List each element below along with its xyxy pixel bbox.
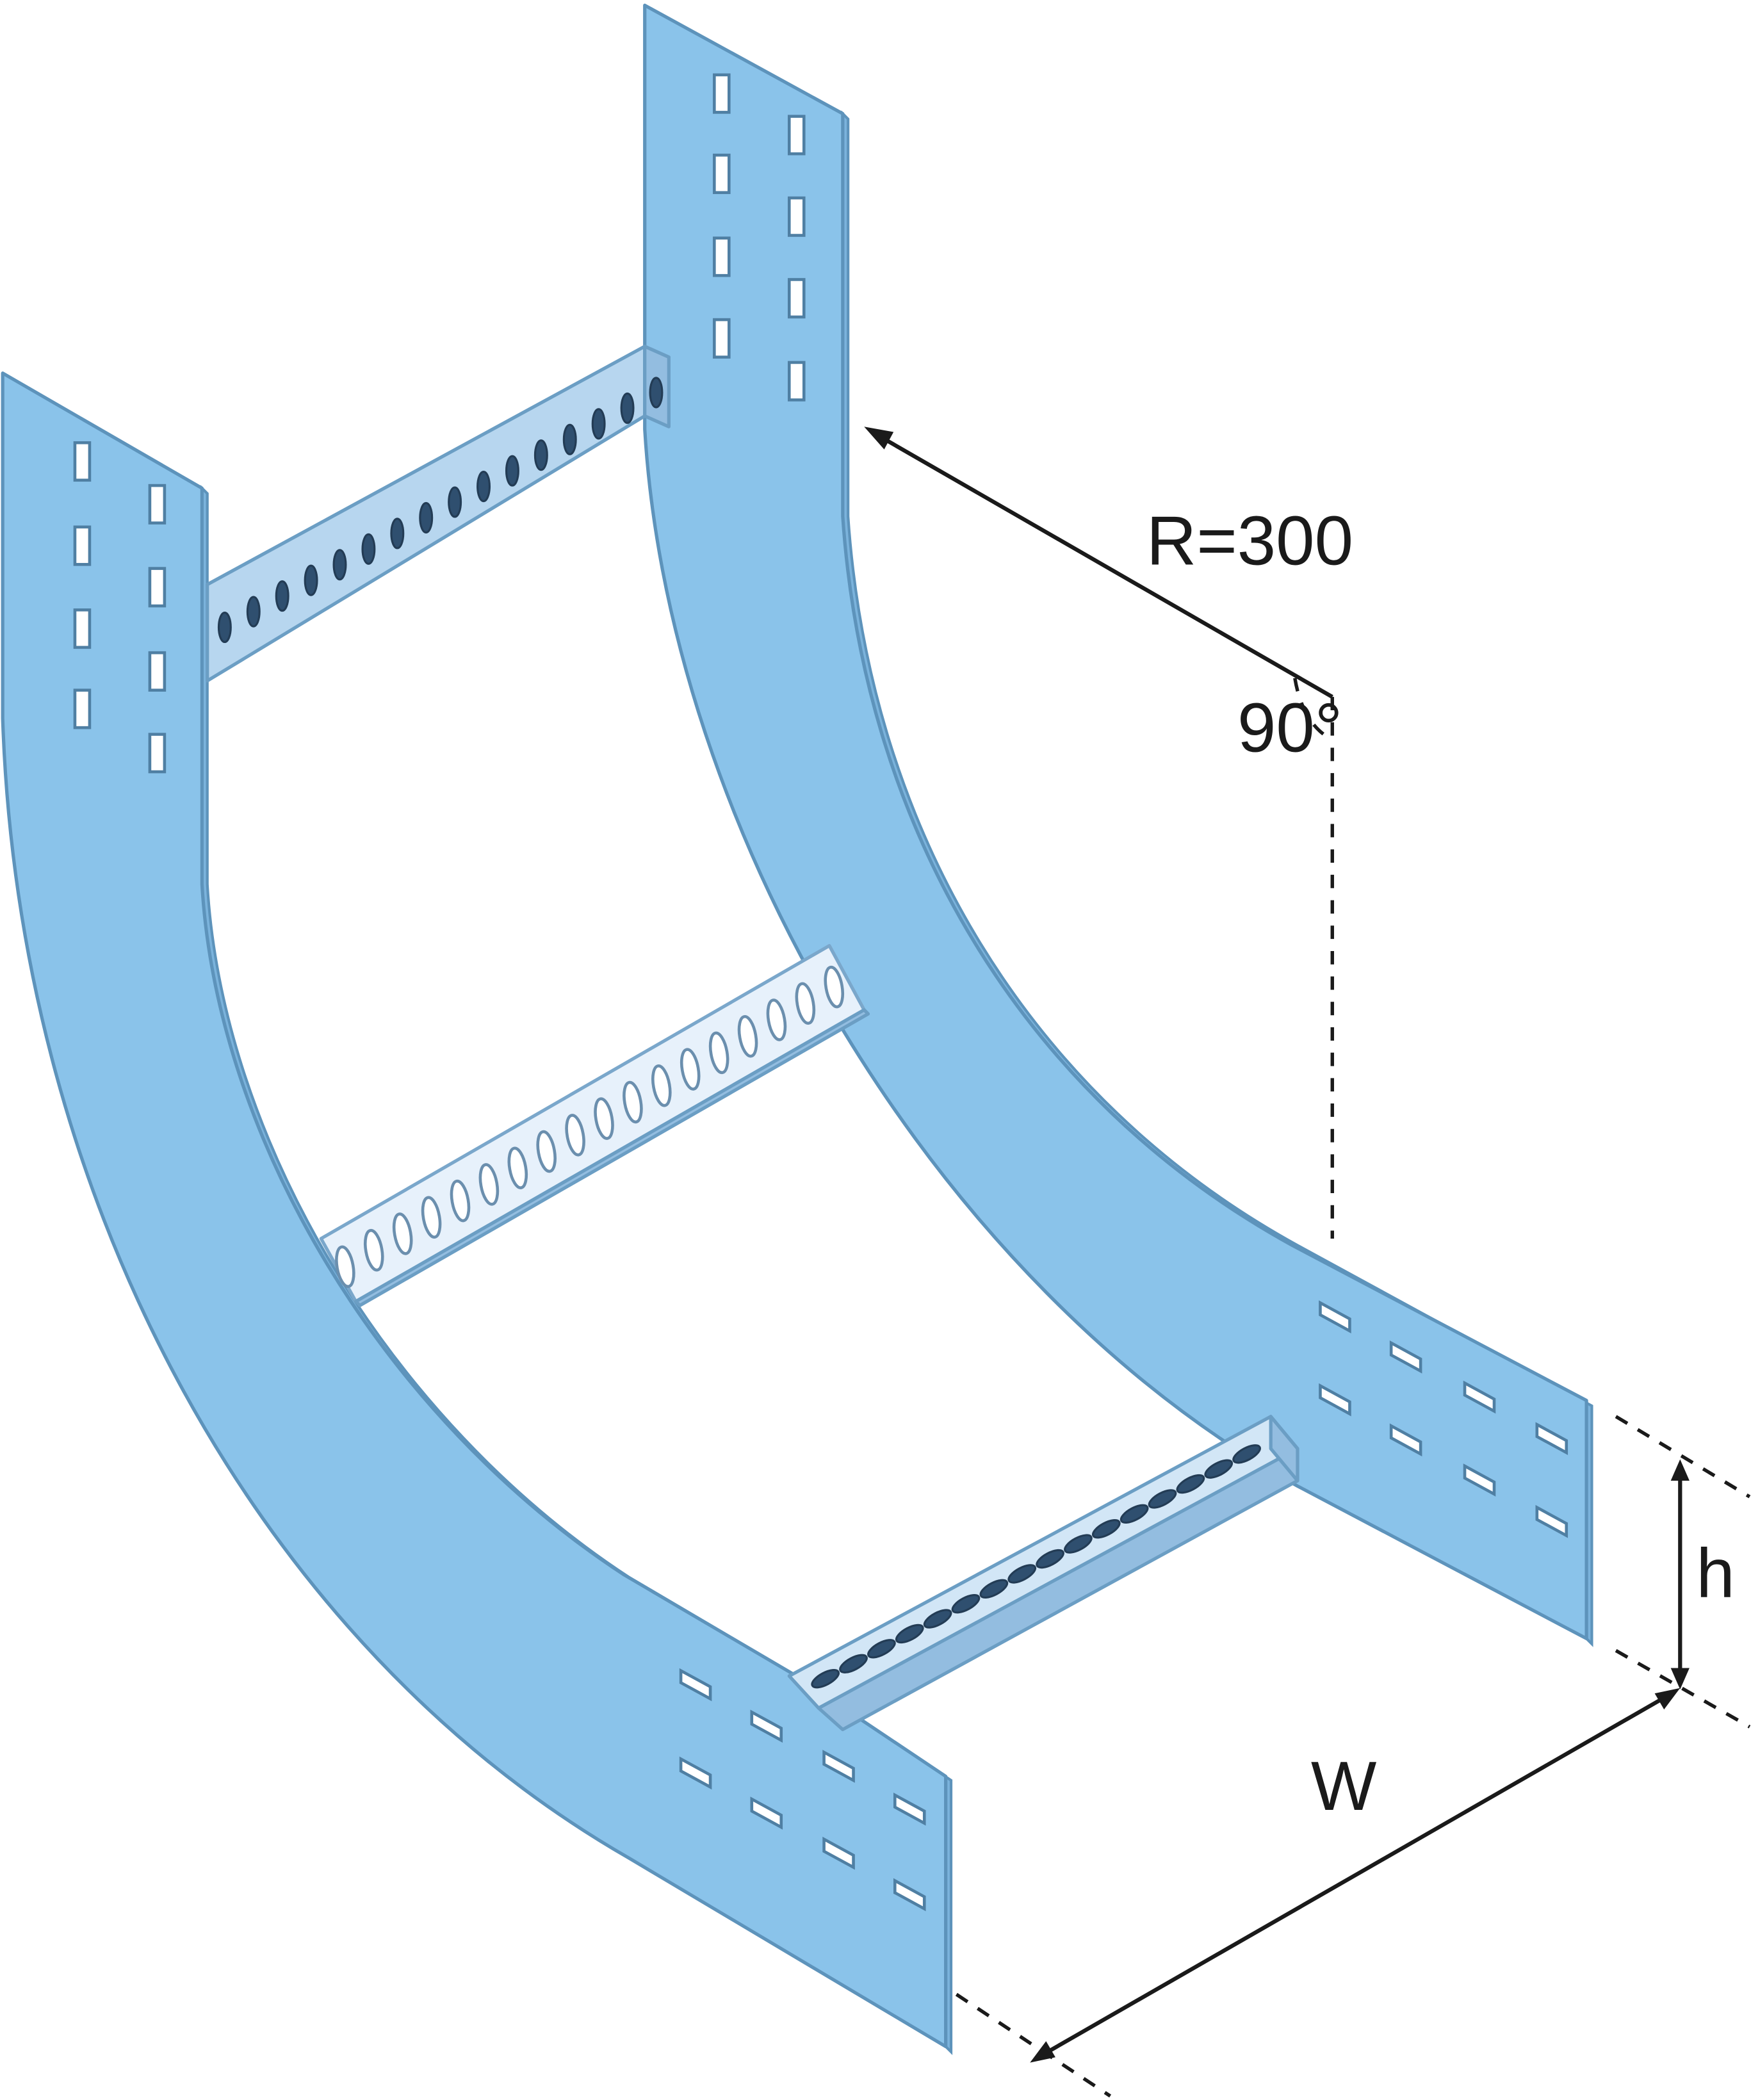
rail-slot bbox=[1463, 1380, 1496, 1414]
radius-label: R=300 bbox=[1146, 502, 1353, 580]
rail-slot bbox=[787, 115, 806, 156]
rung-hole bbox=[895, 1624, 924, 1644]
rung-hole bbox=[795, 982, 816, 1025]
rung-hole bbox=[651, 1064, 672, 1107]
rail-slot bbox=[713, 153, 731, 194]
rail-slot bbox=[787, 278, 806, 319]
rail-slot bbox=[713, 318, 731, 359]
rail-slot bbox=[148, 651, 167, 692]
rail-slot bbox=[679, 1668, 712, 1702]
angle-dimension: 90° bbox=[1237, 678, 1342, 1239]
rung-hole bbox=[951, 1594, 981, 1614]
rail-slot bbox=[679, 1756, 712, 1790]
rung-hole bbox=[1036, 1549, 1064, 1569]
inner-side-rail bbox=[643, 3, 1593, 1647]
rung-hole bbox=[478, 1163, 500, 1206]
rail-slot bbox=[148, 733, 167, 774]
rung-hole bbox=[450, 1179, 471, 1223]
middle-rung bbox=[319, 943, 870, 1308]
rail-slot bbox=[713, 236, 731, 277]
rail-slot bbox=[750, 1709, 783, 1743]
rung-hole bbox=[476, 471, 491, 503]
rung-hole bbox=[505, 455, 519, 487]
rail-slot bbox=[1319, 1300, 1351, 1333]
rung-hole bbox=[649, 377, 664, 409]
rail-slot bbox=[893, 1878, 926, 1912]
rung-hole bbox=[623, 1080, 643, 1124]
outer-side-rail bbox=[1, 371, 953, 2055]
rung-hole bbox=[839, 1654, 868, 1673]
rail-slot bbox=[148, 567, 167, 608]
height-label: h bbox=[1696, 1535, 1734, 1613]
rung-hole bbox=[1091, 1519, 1121, 1539]
rung-hole bbox=[1120, 1504, 1149, 1524]
rail-slot bbox=[148, 484, 167, 525]
rail-slot bbox=[73, 608, 92, 649]
rung-hole bbox=[979, 1579, 1009, 1599]
rung-hole bbox=[217, 611, 232, 644]
rung-hole bbox=[421, 1196, 442, 1239]
rung-hole bbox=[1007, 1564, 1037, 1584]
rail-slot bbox=[73, 441, 92, 482]
rung-hole bbox=[361, 533, 376, 565]
rung-hole bbox=[304, 564, 318, 596]
width-dimension: W bbox=[955, 1688, 1681, 2098]
rung-hole bbox=[811, 1668, 840, 1689]
rail-slots bbox=[73, 73, 1568, 1912]
rung-hole bbox=[1148, 1489, 1177, 1509]
rung-hole bbox=[246, 596, 261, 628]
rung-hole bbox=[737, 1014, 758, 1058]
rail-slot bbox=[1319, 1383, 1351, 1417]
rung-hole bbox=[275, 580, 289, 612]
rung-hole bbox=[766, 998, 787, 1041]
rail-slot bbox=[1389, 1340, 1422, 1374]
rung-hole bbox=[536, 1130, 557, 1173]
rung-hole bbox=[507, 1146, 528, 1189]
rail-slot bbox=[1535, 1422, 1568, 1456]
bottom-rung bbox=[787, 1415, 1299, 1732]
rail-slot bbox=[822, 1750, 855, 1783]
rail-slot bbox=[1535, 1504, 1568, 1538]
rung-hole bbox=[448, 486, 462, 518]
rung-hole bbox=[533, 439, 548, 471]
rail-slot bbox=[1463, 1463, 1496, 1497]
rung-hole bbox=[565, 1114, 585, 1157]
rung-hole bbox=[867, 1639, 896, 1659]
rail-slot bbox=[893, 1792, 926, 1826]
radius-dimension: R=300 bbox=[864, 427, 1353, 699]
rail-slot bbox=[750, 1796, 783, 1830]
rail-slot bbox=[787, 196, 806, 237]
rung-hole bbox=[708, 1031, 729, 1075]
rung-hole bbox=[680, 1048, 701, 1091]
rung-hole bbox=[390, 517, 405, 549]
angle-label: 90° bbox=[1237, 690, 1342, 767]
rung-hole bbox=[824, 965, 845, 1009]
rail-slot bbox=[713, 73, 731, 114]
rung-hole bbox=[1064, 1534, 1093, 1554]
rail-slot bbox=[822, 1836, 855, 1870]
rung-hole bbox=[562, 423, 577, 455]
rung-hole bbox=[1204, 1459, 1234, 1479]
rung-hole bbox=[419, 501, 434, 533]
rung-hole bbox=[620, 392, 635, 424]
top-rung bbox=[206, 345, 671, 683]
rung-hole bbox=[335, 1245, 355, 1289]
rail-slot bbox=[1389, 1423, 1422, 1457]
rung-hole bbox=[363, 1228, 384, 1272]
rung-hole bbox=[332, 549, 347, 581]
rung-hole bbox=[1176, 1474, 1205, 1494]
width-label: W bbox=[1311, 1748, 1377, 1825]
rung-hole bbox=[1232, 1444, 1261, 1464]
rail-slot bbox=[787, 361, 806, 402]
rung-hole bbox=[591, 408, 606, 440]
rail-slot bbox=[73, 688, 92, 729]
rung-hole bbox=[594, 1097, 614, 1140]
height-dimension: h bbox=[1615, 1415, 1751, 1729]
rung-hole bbox=[923, 1609, 952, 1629]
rung-hole bbox=[392, 1212, 413, 1255]
rail-slot bbox=[73, 525, 92, 566]
